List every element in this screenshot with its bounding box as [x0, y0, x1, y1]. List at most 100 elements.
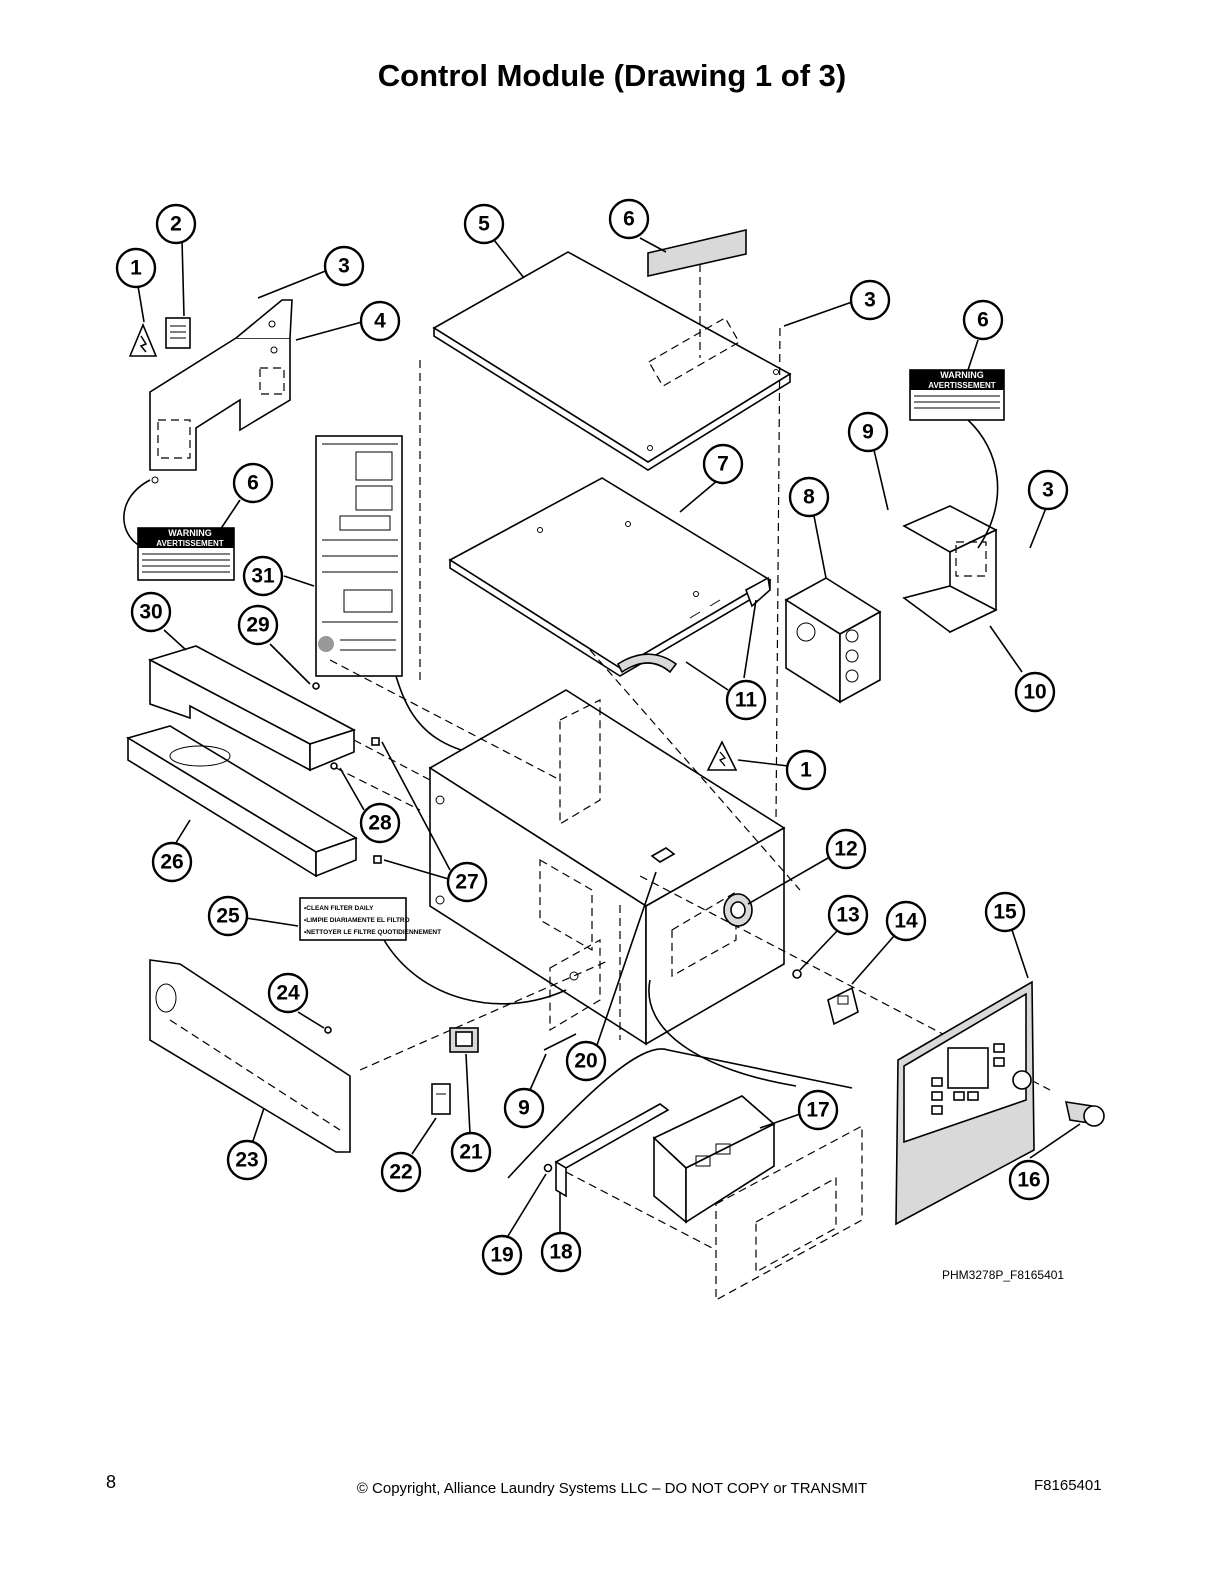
copyright-notice: © Copyright, Alliance Laundry Systems LL… — [356, 1480, 868, 1497]
leader-arrows — [137, 237, 1081, 1237]
callout-number: 27 — [455, 871, 478, 894]
callout-number: 7 — [717, 453, 729, 476]
schematic-label-part-31 — [315, 435, 403, 677]
callout-19: 19 — [481, 1234, 523, 1276]
page-number: 8 — [106, 1472, 117, 1492]
callout-number: 17 — [806, 1099, 829, 1122]
callout-27: 27 — [446, 861, 488, 903]
page-title: Control Module (Drawing 1 of 3) — [377, 58, 847, 93]
warning-label-part-6-left: WARNING AVERTISSEMENT — [137, 527, 235, 581]
callout-14: 14 — [885, 900, 927, 942]
callout-17: 17 — [797, 1089, 839, 1131]
warning-label-fr: AVERTISSEMENT — [156, 539, 224, 548]
filter-label-line-2: •LIMPIE DIARIAMENTE EL FILTRO — [304, 917, 410, 924]
callout-15: 15 — [984, 891, 1026, 933]
warning-label-part-6-right: WARNING AVERTISSEMENT — [909, 369, 1005, 421]
control-housing — [428, 689, 786, 1046]
filter-label-part-25: •CLEAN FILTER DAILY •LIMPIE DIARIAMENTE … — [299, 897, 441, 941]
callout-number: 2 — [170, 213, 182, 236]
callout-3: 3 — [1027, 469, 1069, 511]
control-panel-part-15 — [895, 980, 1035, 1226]
callout-3: 3 — [323, 245, 365, 287]
callout-3: 3 — [849, 279, 891, 321]
tray-part-26 — [126, 725, 358, 878]
board-part-14 — [827, 986, 859, 1026]
callout-number: 1 — [130, 257, 142, 280]
control-board-part-17 — [652, 1095, 776, 1224]
cover-part-30 — [147, 645, 357, 772]
callout-number: 15 — [993, 901, 1017, 924]
callout-6: 6 — [232, 462, 274, 504]
warning-label-fr: AVERTISSEMENT — [928, 381, 996, 390]
warning-triangle-part-1 — [706, 740, 738, 771]
callout-16: 16 — [1008, 1159, 1050, 1201]
callout-number: 9 — [518, 1097, 530, 1120]
callout-25: 25 — [207, 895, 249, 937]
callout-number: 18 — [549, 1241, 573, 1264]
callout-number: 12 — [834, 838, 857, 861]
callout-number: 16 — [1017, 1169, 1040, 1192]
callout-23: 23 — [226, 1139, 268, 1181]
callout-number: 30 — [139, 601, 162, 624]
callout-28: 28 — [359, 802, 401, 844]
callout-number: 11 — [735, 689, 758, 712]
top-cover-part-5 — [432, 251, 792, 471]
filter-label-line-3: •NETTOYER LE FILTRE QUOTIDIENNEMENT — [304, 929, 441, 936]
callout-1: 1 — [785, 749, 827, 791]
callout-4: 4 — [359, 300, 401, 342]
callout-number: 6 — [247, 472, 259, 495]
nut-part-27 — [371, 737, 380, 746]
callout-7: 7 — [702, 443, 744, 485]
screw-part-28 — [330, 762, 338, 770]
callout-number: 9 — [862, 421, 874, 444]
inner-panel-part-7 — [448, 477, 772, 677]
nut-part-13 — [792, 969, 802, 979]
callout-10: 10 — [1014, 671, 1056, 713]
callout-1: 1 — [115, 247, 157, 289]
callout-8: 8 — [788, 476, 830, 518]
callout-number: 13 — [836, 904, 859, 927]
screw-part-24 — [324, 1026, 332, 1034]
callout-number: 31 — [251, 565, 275, 588]
warning-label-en: WARNING — [940, 370, 984, 380]
callout-20: 20 — [565, 1040, 607, 1082]
grommet-part-12 — [723, 893, 753, 927]
callout-number: 29 — [246, 614, 269, 637]
callout-9: 9 — [847, 411, 889, 453]
wire-part-9 — [543, 1033, 577, 1051]
callout-number: 1 — [800, 759, 812, 782]
callout-number: 24 — [276, 982, 300, 1005]
callout-2: 2 — [155, 203, 197, 245]
cover-part-10 — [902, 505, 998, 634]
grommet-part-11 — [616, 653, 678, 674]
callout-31: 31 — [242, 555, 284, 597]
switch-part-21 — [449, 1027, 479, 1053]
callout-18: 18 — [540, 1231, 582, 1273]
callout-21: 21 — [450, 1131, 492, 1173]
screw-part-29 — [312, 682, 320, 690]
nut-part-27 — [373, 855, 382, 864]
callout-26: 26 — [151, 841, 193, 883]
callout-number: 4 — [374, 310, 386, 333]
callout-30: 30 — [130, 591, 172, 633]
warning-label-en: WARNING — [168, 528, 212, 538]
callout-13: 13 — [827, 894, 869, 936]
warning-triangle-part-1 — [128, 322, 158, 357]
callout-number: 23 — [235, 1149, 258, 1172]
callout-number: 20 — [574, 1050, 597, 1073]
callout-6: 6 — [962, 299, 1004, 341]
callout-24: 24 — [267, 972, 309, 1014]
callout-number: 5 — [478, 213, 490, 236]
callout-number: 28 — [368, 812, 392, 835]
callout-number: 19 — [490, 1244, 513, 1267]
cable — [383, 939, 567, 1005]
callout-number: 22 — [389, 1161, 412, 1184]
document-code: F8165401 — [1034, 1477, 1102, 1494]
callout-22: 22 — [380, 1151, 422, 1193]
callout-number: 3 — [864, 289, 876, 312]
callout-number: 21 — [459, 1141, 483, 1164]
screw-part-19 — [543, 1163, 553, 1173]
cable — [648, 979, 797, 1087]
cable — [967, 419, 999, 549]
